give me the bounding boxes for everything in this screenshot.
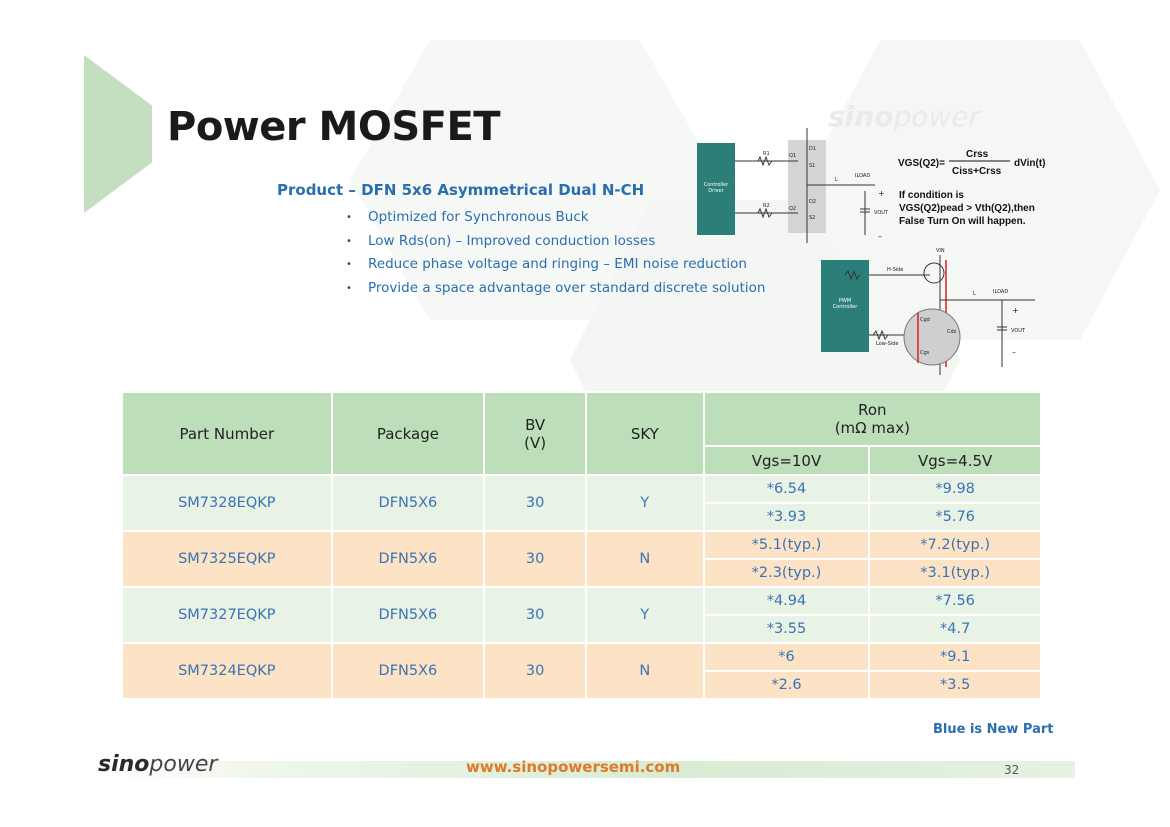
table-row: SM7324EQKP DFN5X6 30 N *6 *9.1	[121, 642, 1042, 700]
svg-text:S2: S2	[809, 215, 815, 221]
svg-text:PWM: PWM	[839, 298, 851, 304]
table-row: *3.93 *5.76	[122, 502, 1042, 532]
cell-part-number: SM7328EQKP	[121, 474, 333, 532]
cell-ron-4-5v: *3.1(typ.)	[868, 558, 1042, 588]
feature-item: •Provide a space advantage over standard…	[346, 279, 766, 296]
svg-text:VOUT: VOUT	[874, 210, 889, 216]
cell-ron-10v: *4.94	[702, 586, 871, 616]
table-row: SM7327EQKP DFN5X6 30 Y *4.94 *7.56	[121, 586, 1042, 644]
feature-item: •Reduce phase voltage and ringing – EMI …	[346, 256, 747, 273]
cell-part-number: SM7324EQKP	[121, 642, 333, 700]
svg-text:+: +	[878, 189, 885, 198]
controller-driver-box	[697, 143, 735, 235]
svg-text:S1: S1	[809, 163, 815, 169]
svg-text:Cgs: Cgs	[920, 350, 930, 356]
sinopower-logo: sinopower	[98, 752, 218, 777]
cell-ron-4-5v: *7.2(typ.)	[868, 530, 1042, 560]
header-vgs-4-5v: Vgs=4.5V	[868, 445, 1042, 476]
svg-text:Ciss+Crss: Ciss+Crss	[952, 166, 1002, 177]
cell-ron-10v: *3.93	[702, 502, 871, 532]
header-bv: BV(V)	[483, 391, 587, 476]
page-title: Power MOSFET	[167, 104, 501, 150]
cell-package: DFN5X6	[330, 530, 486, 588]
cell-sky: Y	[584, 474, 705, 532]
svg-text:Cgd: Cgd	[920, 317, 930, 323]
svg-text:Controller: Controller	[833, 304, 859, 310]
feature-list: •Optimized for Synchronous Buck •Low Rds…	[346, 206, 765, 300]
svg-text:ILOAD: ILOAD	[993, 289, 1008, 295]
legend-note: Blue is New Part	[933, 722, 1054, 737]
svg-text:R2: R2	[763, 203, 770, 209]
cell-ron-10v: *5.1(typ.)	[702, 530, 871, 560]
svg-text:Crss: Crss	[966, 149, 989, 160]
svg-text:VOUT: VOUT	[1011, 328, 1026, 334]
cell-ron-10v: *2.3(typ.)	[702, 558, 871, 588]
cell-bv: 30	[483, 586, 587, 644]
svg-text:Controller: Controller	[704, 182, 730, 188]
cell-ron-4-5v: *7.56	[868, 586, 1042, 616]
svg-text:D2: D2	[809, 199, 816, 205]
cell-ron-4-5v: *9.1	[868, 642, 1042, 672]
svg-text:L: L	[973, 291, 976, 297]
svg-text:Cds: Cds	[947, 329, 957, 335]
svg-text:Low-Side: Low-Side	[876, 341, 898, 347]
cell-package: DFN5X6	[330, 642, 486, 700]
svg-text:L: L	[835, 177, 838, 183]
svg-text:ILOAD: ILOAD	[855, 173, 870, 179]
svg-text:VIN: VIN	[936, 248, 945, 254]
svg-text:Driver: Driver	[708, 188, 724, 194]
svg-text:False Turn On will happen.: False Turn On will happen.	[899, 216, 1026, 227]
cell-part-number: SM7325EQKP	[121, 530, 333, 588]
cell-ron-10v: *6	[702, 642, 871, 672]
svg-text:VGS(Q2)=: VGS(Q2)=	[898, 158, 945, 169]
table-row: *3.55 *4.7	[122, 614, 1042, 644]
feature-item: •Optimized for Synchronous Buck	[346, 209, 589, 225]
website-link[interactable]: www.sinopowersemi.com	[466, 758, 681, 776]
cell-sky: N	[584, 530, 705, 588]
svg-text:R1: R1	[763, 151, 770, 157]
pwm-controller-box	[821, 260, 869, 352]
product-heading: Product – DFN 5x6 Asymmetrical Dual N-CH	[277, 181, 645, 199]
svg-text:–: –	[1012, 348, 1016, 357]
cell-ron-4-5v: *4.7	[868, 614, 1042, 644]
svg-text:Q1: Q1	[789, 153, 796, 159]
table-row: *2.6 *3.5	[122, 670, 1042, 700]
watermark-logo: sinopower	[828, 100, 980, 133]
svg-text:dVin(t): dVin(t)	[1014, 158, 1045, 169]
table-row: SM7325EQKP DFN5X6 30 N *5.1(typ.) *7.2(t…	[121, 530, 1042, 588]
cell-sky: Y	[584, 586, 705, 644]
svg-text:–: –	[878, 232, 882, 241]
table-row: *2.3(typ.) *3.1(typ.)	[122, 558, 1042, 588]
header-part-number: Part Number	[121, 391, 333, 476]
header-package: Package	[330, 391, 486, 476]
cell-ron-4-5v: *9.98	[868, 474, 1042, 504]
page-number: 32	[1004, 763, 1020, 777]
cell-package: DFN5X6	[330, 474, 486, 532]
header-ron: Ron(mΩ max)	[702, 391, 1043, 447]
cell-ron-4-5v: *5.76	[868, 502, 1042, 532]
cell-part-number: SM7327EQKP	[121, 586, 333, 644]
cell-ron-10v: *2.6	[702, 670, 871, 700]
cell-ron-4-5v: *3.5	[868, 670, 1042, 700]
cell-ron-10v: *6.54	[702, 474, 871, 504]
feature-item: •Low Rds(on) – Improved conduction losse…	[346, 232, 656, 249]
cell-ron-10v: *3.55	[702, 614, 871, 644]
cell-package: DFN5X6	[330, 586, 486, 644]
svg-text:+: +	[1012, 306, 1019, 315]
svg-text:VGS(Q2)pead > Vth(Q2),then: VGS(Q2)pead > Vth(Q2),then	[899, 203, 1035, 214]
cell-bv: 30	[483, 474, 587, 532]
footer-bar	[95, 761, 1075, 778]
cell-sky: N	[584, 642, 705, 700]
svg-text:H-Side: H-Side	[887, 267, 903, 273]
circuit-diagram: Controller Driver R1 R2 Q1 Q2 D1 S1 D2 S…	[697, 128, 1045, 375]
svg-text:Q2: Q2	[789, 206, 796, 212]
svg-text:If condition is: If condition is	[899, 190, 964, 201]
svg-text:D1: D1	[809, 146, 816, 152]
table-row: SM7328EQKP DFN5X6 30 Y *6.54 *9.98	[121, 474, 1042, 532]
header-sky: SKY	[584, 391, 705, 476]
header-vgs-10v: Vgs=10V	[702, 445, 871, 476]
cell-bv: 30	[483, 530, 587, 588]
product-spec-table: Part Number Package BV(V) SKY Ron(mΩ max…	[121, 391, 1043, 700]
cell-bv: 30	[483, 642, 587, 700]
